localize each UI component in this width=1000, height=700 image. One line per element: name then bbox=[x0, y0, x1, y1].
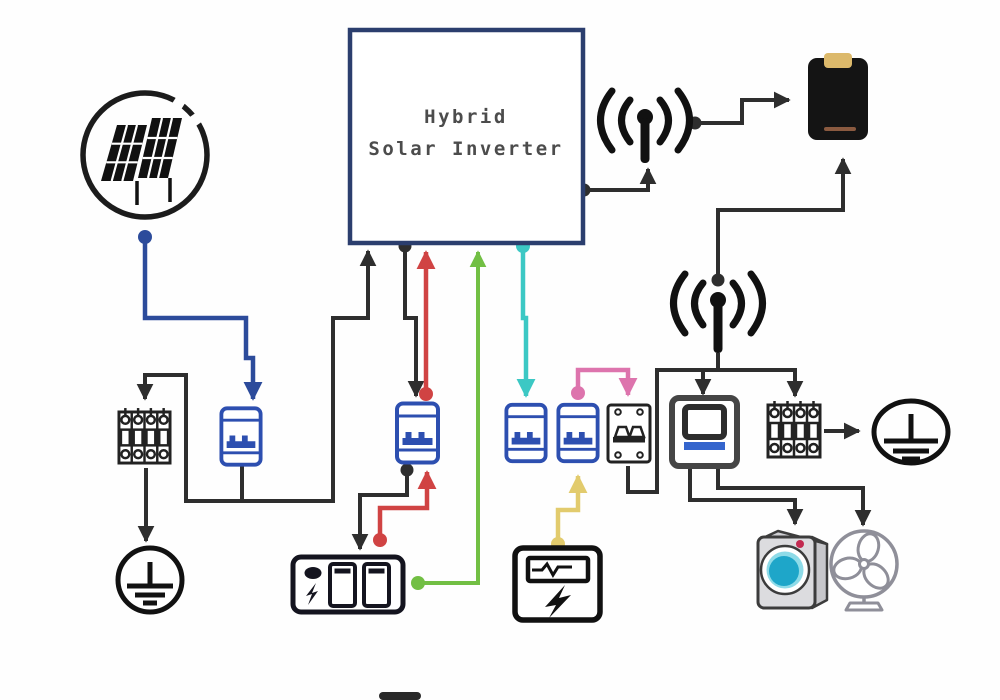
wire-green-load bbox=[420, 250, 487, 585]
ac-breaker-icon-1 bbox=[504, 402, 548, 464]
green-dot bbox=[411, 576, 425, 590]
inverter-title-line2: Solar Inverter bbox=[368, 138, 563, 160]
two-pole-breaker-icon bbox=[606, 403, 652, 464]
wire-ups-yellow bbox=[555, 474, 588, 542]
antenna2-dot bbox=[711, 273, 725, 287]
inverter-title-line1: Hybrid bbox=[424, 106, 508, 128]
circle-dash-gap-1 bbox=[188, 112, 203, 127]
washer-indicator-dot bbox=[796, 540, 804, 548]
lightning-bolt-icon bbox=[306, 583, 318, 605]
voltage-stabilizer-icon bbox=[512, 545, 603, 623]
circle-dash-gap-2 bbox=[171, 96, 186, 111]
tablet-icon bbox=[808, 53, 868, 140]
wire-inverter-to-antenna1 bbox=[584, 167, 657, 192]
wire-battery-black-top bbox=[403, 249, 425, 398]
wifi-antenna-icon-1 bbox=[597, 87, 693, 163]
energy-meter-icon bbox=[669, 395, 740, 469]
surge-protector-icon bbox=[117, 407, 172, 465]
wire-battery-red-bottom bbox=[377, 470, 437, 538]
battery-breaker-icon bbox=[397, 404, 438, 463]
pv-junction-dot bbox=[138, 230, 152, 244]
wire-meter-to-washer bbox=[688, 466, 804, 526]
wire-antenna2-to-tablet bbox=[716, 157, 852, 279]
tablet-home-bar bbox=[824, 127, 856, 131]
wire-pv-dc bbox=[142, 241, 263, 401]
wire-inverter-pv-in bbox=[333, 249, 377, 320]
solar-panel-icon bbox=[80, 90, 210, 220]
meter-display bbox=[682, 404, 727, 440]
pink-dot bbox=[571, 386, 585, 400]
wire-pv-bus-to-surge bbox=[136, 316, 335, 503]
wire-ac-pink bbox=[575, 367, 638, 397]
pulse-wave bbox=[532, 561, 572, 578]
pv-panels bbox=[101, 117, 182, 205]
ac-breaker-icon-2 bbox=[556, 402, 600, 464]
ground-icon-right bbox=[871, 398, 951, 466]
battery-black-dot-bottom bbox=[400, 463, 414, 477]
lightning-bolt-icon bbox=[545, 585, 571, 618]
inverter-outline bbox=[347, 27, 586, 246]
wire-ac-teal bbox=[516, 250, 536, 398]
fan-blades bbox=[832, 532, 890, 590]
wire-meter-to-fan bbox=[716, 466, 872, 527]
fan-base bbox=[844, 601, 884, 612]
wifi-antenna-icon-2 bbox=[670, 270, 766, 353]
battery-red-dot-bottom bbox=[373, 533, 387, 547]
bottom-watermark-bar bbox=[379, 692, 421, 700]
fan-icon bbox=[829, 529, 899, 612]
four-pole-breaker-icon bbox=[766, 400, 822, 459]
wire-antenna1-to-tablet bbox=[696, 91, 791, 125]
meter-accent-bar bbox=[684, 442, 725, 450]
battery-pack-icon bbox=[290, 554, 406, 615]
inverter-box: Hybrid Solar Inverter bbox=[347, 27, 586, 246]
wire-battery-black-bottom bbox=[351, 473, 409, 551]
battery-red-dot-top bbox=[419, 387, 433, 401]
ground-icon-left bbox=[115, 545, 185, 615]
wire-bus-to-2pole bbox=[626, 368, 659, 494]
pv-breaker-icon bbox=[219, 406, 263, 467]
tablet-clip bbox=[824, 53, 852, 68]
washing-machine-icon bbox=[756, 529, 829, 610]
